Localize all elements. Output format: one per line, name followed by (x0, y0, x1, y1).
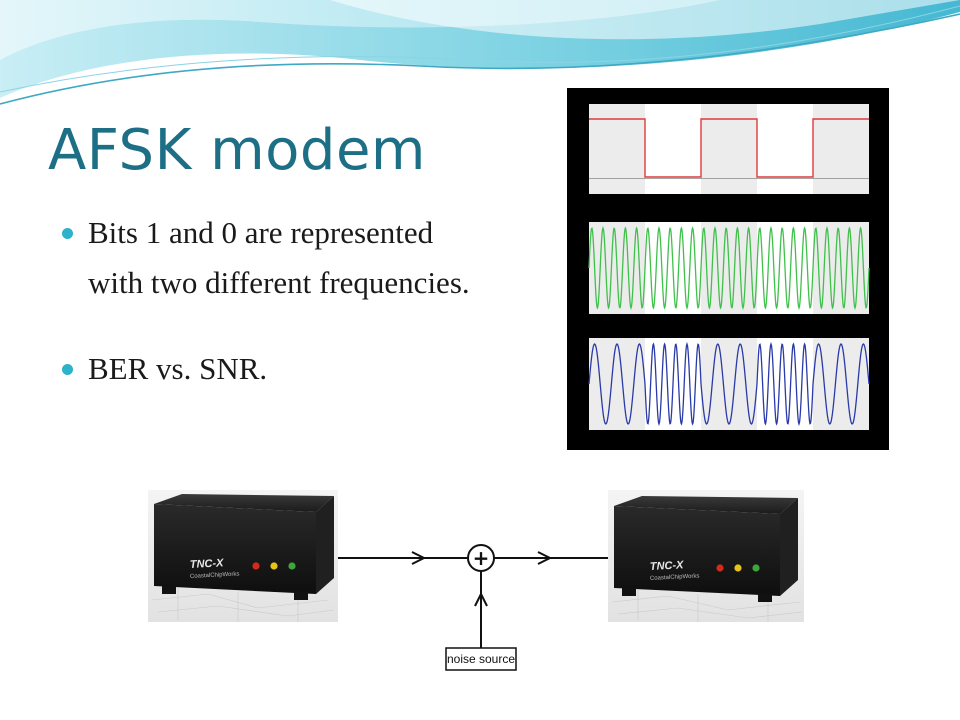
fsk-signal-line (588, 341, 870, 427)
led-yellow-icon (270, 562, 278, 570)
waveform-bit-band (589, 338, 645, 430)
square-wave-line (589, 118, 869, 178)
bullet-dot-icon (62, 364, 73, 375)
led-green-icon (288, 562, 296, 570)
bullet-line: Bits 1 and 0 are represented (88, 215, 434, 250)
led-yellow-icon (734, 564, 742, 572)
bullet-dot-icon (62, 228, 73, 239)
afsk-waveform-figure (567, 88, 889, 450)
receiver-device: TNC-X CoastalChipWorks (608, 490, 804, 622)
waveform-bit-band (645, 104, 701, 194)
header-wave-decoration (0, 0, 960, 105)
adder-plus-icon: + (473, 546, 490, 570)
transmitter-device: TNC-X CoastalChipWorks (148, 490, 338, 622)
bullet-line: with two different frequencies. (88, 265, 470, 300)
bullet-item: BER vs. SNR. (58, 344, 578, 394)
transmitter-label: TNC-X (190, 557, 225, 571)
channel-diagram: TNC-X CoastalChipWorks TNC-X CoastalChip… (138, 482, 818, 696)
arrow-right-icon (537, 551, 553, 565)
waveform-bit-band (813, 104, 869, 194)
bullet-line: BER vs. SNR. (88, 351, 268, 386)
noise-source-box (445, 647, 517, 671)
bullet-item: Bits 1 and 0 are represented with two di… (58, 208, 578, 308)
waveform-bit-band (589, 104, 645, 194)
arrow-right-icon (411, 551, 427, 565)
waveform-bit-band (701, 338, 757, 430)
noise-source-label: noise source (447, 652, 515, 666)
transmitter-sublabel: CoastalChipWorks (190, 571, 240, 580)
led-red-icon (716, 564, 724, 572)
led-green-icon (752, 564, 760, 572)
carrier-wave-line (588, 225, 870, 311)
receiver-sublabel: CoastalChipWorks (650, 573, 700, 582)
adder-circle (467, 544, 495, 572)
waveform-bit-band (701, 104, 757, 194)
waveform-bit-band (813, 338, 869, 430)
receiver-label: TNC-X (650, 559, 685, 573)
slide-title: AFSK modem (48, 118, 426, 183)
arrow-up-icon (474, 591, 488, 607)
waveform-bit-band (757, 104, 813, 194)
led-red-icon (252, 562, 260, 570)
bullet-list: Bits 1 and 0 are represented with two di… (58, 208, 578, 394)
